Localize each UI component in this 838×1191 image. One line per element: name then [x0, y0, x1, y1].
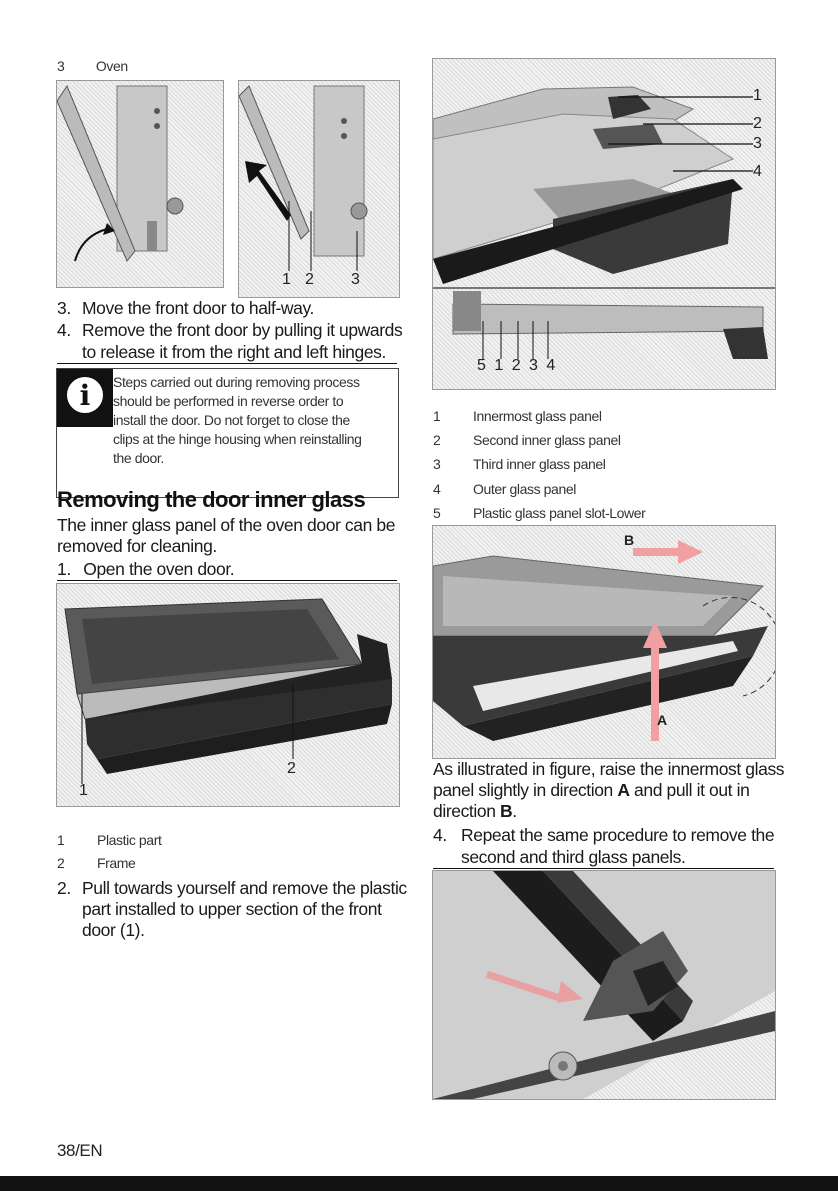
step-3: 3. Move the front door to half-way.: [57, 298, 314, 318]
glass-removal-figure: A B: [432, 525, 776, 759]
callout-4: 4: [753, 163, 762, 180]
legend-item: 1 Plastic part: [57, 832, 162, 848]
page-number: 38/EN: [57, 1141, 103, 1160]
direction-b-label: B: [624, 532, 635, 548]
callout-2: 2: [305, 271, 314, 288]
callout-row: 5 1 2 3 4: [477, 357, 558, 374]
legend-item: 2 Frame: [57, 855, 136, 871]
oven-hinge-drawing: [57, 84, 184, 262]
callout-3: 3: [753, 135, 762, 152]
legend-item: 4 Outer glass panel: [433, 481, 576, 497]
step-4-line2: to release it from the right and left hi…: [57, 342, 397, 364]
callout-3: 3: [351, 271, 360, 288]
door-glass-panels-drawing: [433, 86, 775, 359]
callout-1: 1: [753, 87, 762, 104]
step-4-right-line2: second and third glass panels.: [433, 847, 774, 869]
oven-hinge-figure-left: [56, 80, 224, 288]
intro-paragraph: The inner glass panel of the oven door c…: [57, 515, 396, 556]
door-glass-panels-figure: 1 2 3 4 5 1 2 3 4: [432, 58, 776, 390]
door-clip-figure: [432, 870, 776, 1100]
legend-item: 1 Innermost glass panel: [433, 408, 602, 424]
step-1: 1. Open the oven door.: [57, 559, 397, 581]
info-text: Steps carried out during removing proces…: [113, 374, 362, 466]
info-icon: i: [57, 369, 113, 427]
glass-removal-drawing: [433, 540, 775, 741]
section-label: 3 Oven: [57, 58, 128, 74]
section-heading: Removing the door inner glass: [57, 487, 366, 512]
oven-hinge-figure-right: 1 2 3: [238, 80, 400, 298]
hinge-release-drawing: [239, 85, 368, 271]
direction-a-label: A: [657, 712, 668, 728]
oven-door-drawing: [64, 598, 392, 784]
legend-item: 2 Second inner glass panel: [433, 432, 621, 448]
legend-item: 5 Plastic glass panel slot-Lower: [433, 505, 646, 521]
callout-2: 2: [287, 760, 296, 777]
step-2: 2. Pull towards yourself and remove the …: [57, 878, 407, 940]
step-4: 4. Remove the front door by pulling it u…: [57, 320, 403, 340]
info-box: i Steps carried out during removing proc…: [56, 368, 399, 498]
oven-door-figure: 2 1: [56, 583, 400, 807]
door-clip-drawing: [433, 871, 775, 1099]
instruction-paragraph: As illustrated in figure, raise the inne…: [433, 759, 785, 821]
callout-2: 2: [753, 115, 762, 132]
callout-1: 1: [79, 782, 88, 799]
footer-bar: [0, 1176, 838, 1191]
legend-item: 3 Third inner glass panel: [433, 456, 606, 472]
step-4-right: 4. Repeat the same procedure to remove t…: [433, 825, 775, 845]
callout-1: 1: [282, 271, 291, 288]
